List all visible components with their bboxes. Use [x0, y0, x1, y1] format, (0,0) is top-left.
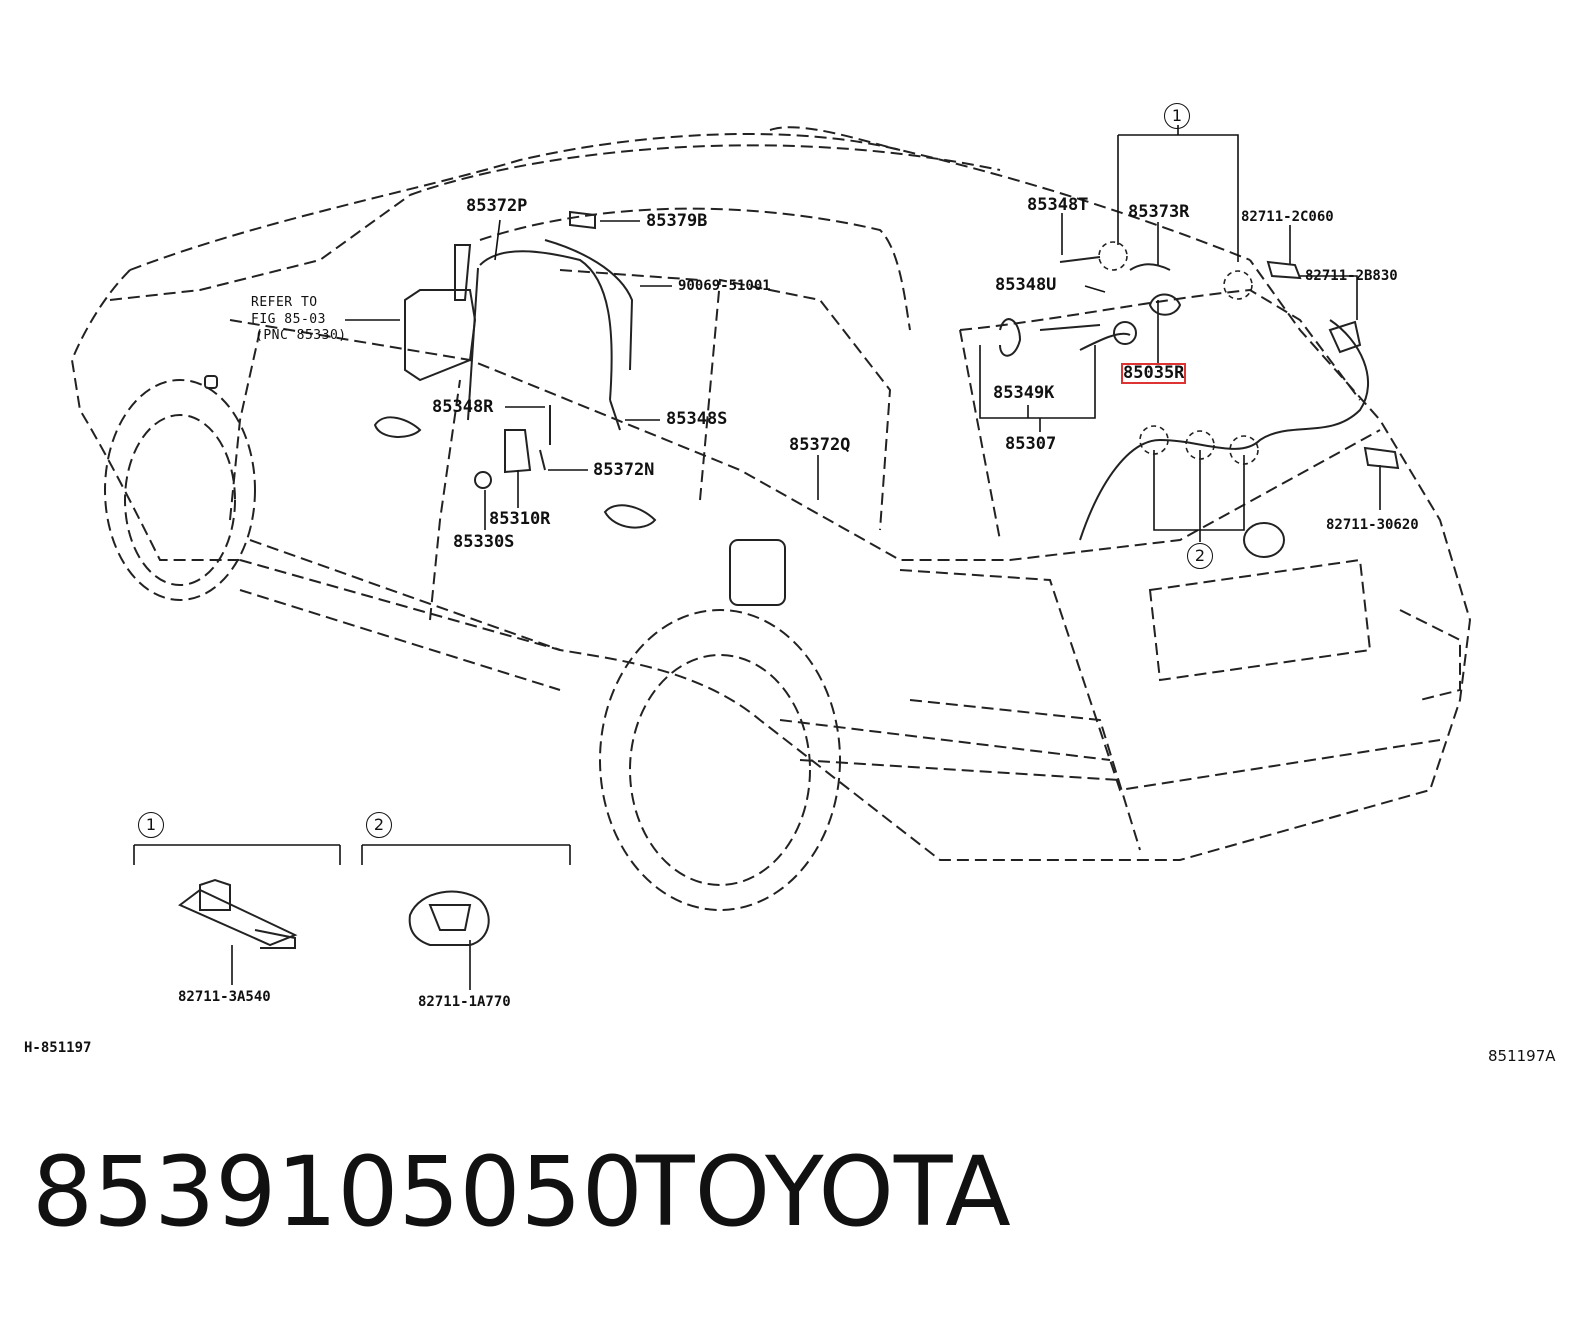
part-label-85348U[interactable]: 85348U: [995, 275, 1057, 295]
body-details: [204, 375, 1285, 606]
part-label-85348S[interactable]: 85348S: [666, 409, 728, 429]
part-label-85372P[interactable]: 85372P: [466, 196, 528, 216]
callout-1-detail: 1: [138, 812, 164, 838]
clip-parts: [1113, 260, 1400, 470]
part-label-85349K[interactable]: 85349K: [993, 383, 1055, 403]
clip-position-circles: [1098, 241, 1259, 465]
washer-tank: [404, 210, 596, 489]
part-label-85348T[interactable]: 85348T: [1027, 195, 1089, 215]
wheels: [104, 379, 841, 911]
refer-line-3: (PNC 85330): [255, 328, 347, 343]
refer-line-2: FIG 85-03: [251, 312, 326, 327]
diagram-code-left: H-851197: [24, 1040, 92, 1056]
refer-line-1: REFER TO: [251, 295, 318, 310]
part-label-85330S[interactable]: 85330S: [453, 532, 515, 552]
diagram-code-right: 851197A: [1488, 1047, 1556, 1065]
part-label-85310R[interactable]: 85310R: [489, 509, 551, 529]
leader-lines: [133, 125, 1381, 990]
part-label-82711-2B830[interactable]: 82711-2B830: [1305, 268, 1398, 284]
part-label-82711-2C060[interactable]: 82711-2C060: [1241, 209, 1334, 225]
callout-1-top: 1: [1164, 103, 1190, 129]
part-label-90069-51001[interactable]: 90069-51001: [678, 278, 771, 294]
car-body-outline: [70, 126, 1472, 861]
part-label-82711-30620[interactable]: 82711-30620: [1326, 517, 1419, 533]
part-label-85372N[interactable]: 85372N: [593, 460, 655, 480]
part-label-85307[interactable]: 85307: [1005, 434, 1057, 454]
part-number-title: 8539105050: [32, 1136, 643, 1248]
detail-clip-drawings: [178, 878, 490, 949]
part-label-85373R[interactable]: 85373R: [1128, 202, 1190, 222]
part-label-82711-3A540[interactable]: 82711-3A540: [178, 989, 271, 1005]
part-label-82711-1A770[interactable]: 82711-1A770: [418, 994, 511, 1010]
part-label-85348R[interactable]: 85348R: [432, 397, 494, 417]
washer-hoses: [467, 239, 1370, 541]
part-label-85035R-highlighted[interactable]: 85035R: [1120, 363, 1187, 384]
part-label-85379B[interactable]: 85379B: [646, 211, 708, 231]
part-label-85372Q[interactable]: 85372Q: [789, 435, 851, 455]
callout-2-detail: 2: [366, 812, 392, 838]
callout-2-rear: 2: [1187, 543, 1213, 569]
brand-title: TOYOTA: [636, 1136, 1011, 1248]
